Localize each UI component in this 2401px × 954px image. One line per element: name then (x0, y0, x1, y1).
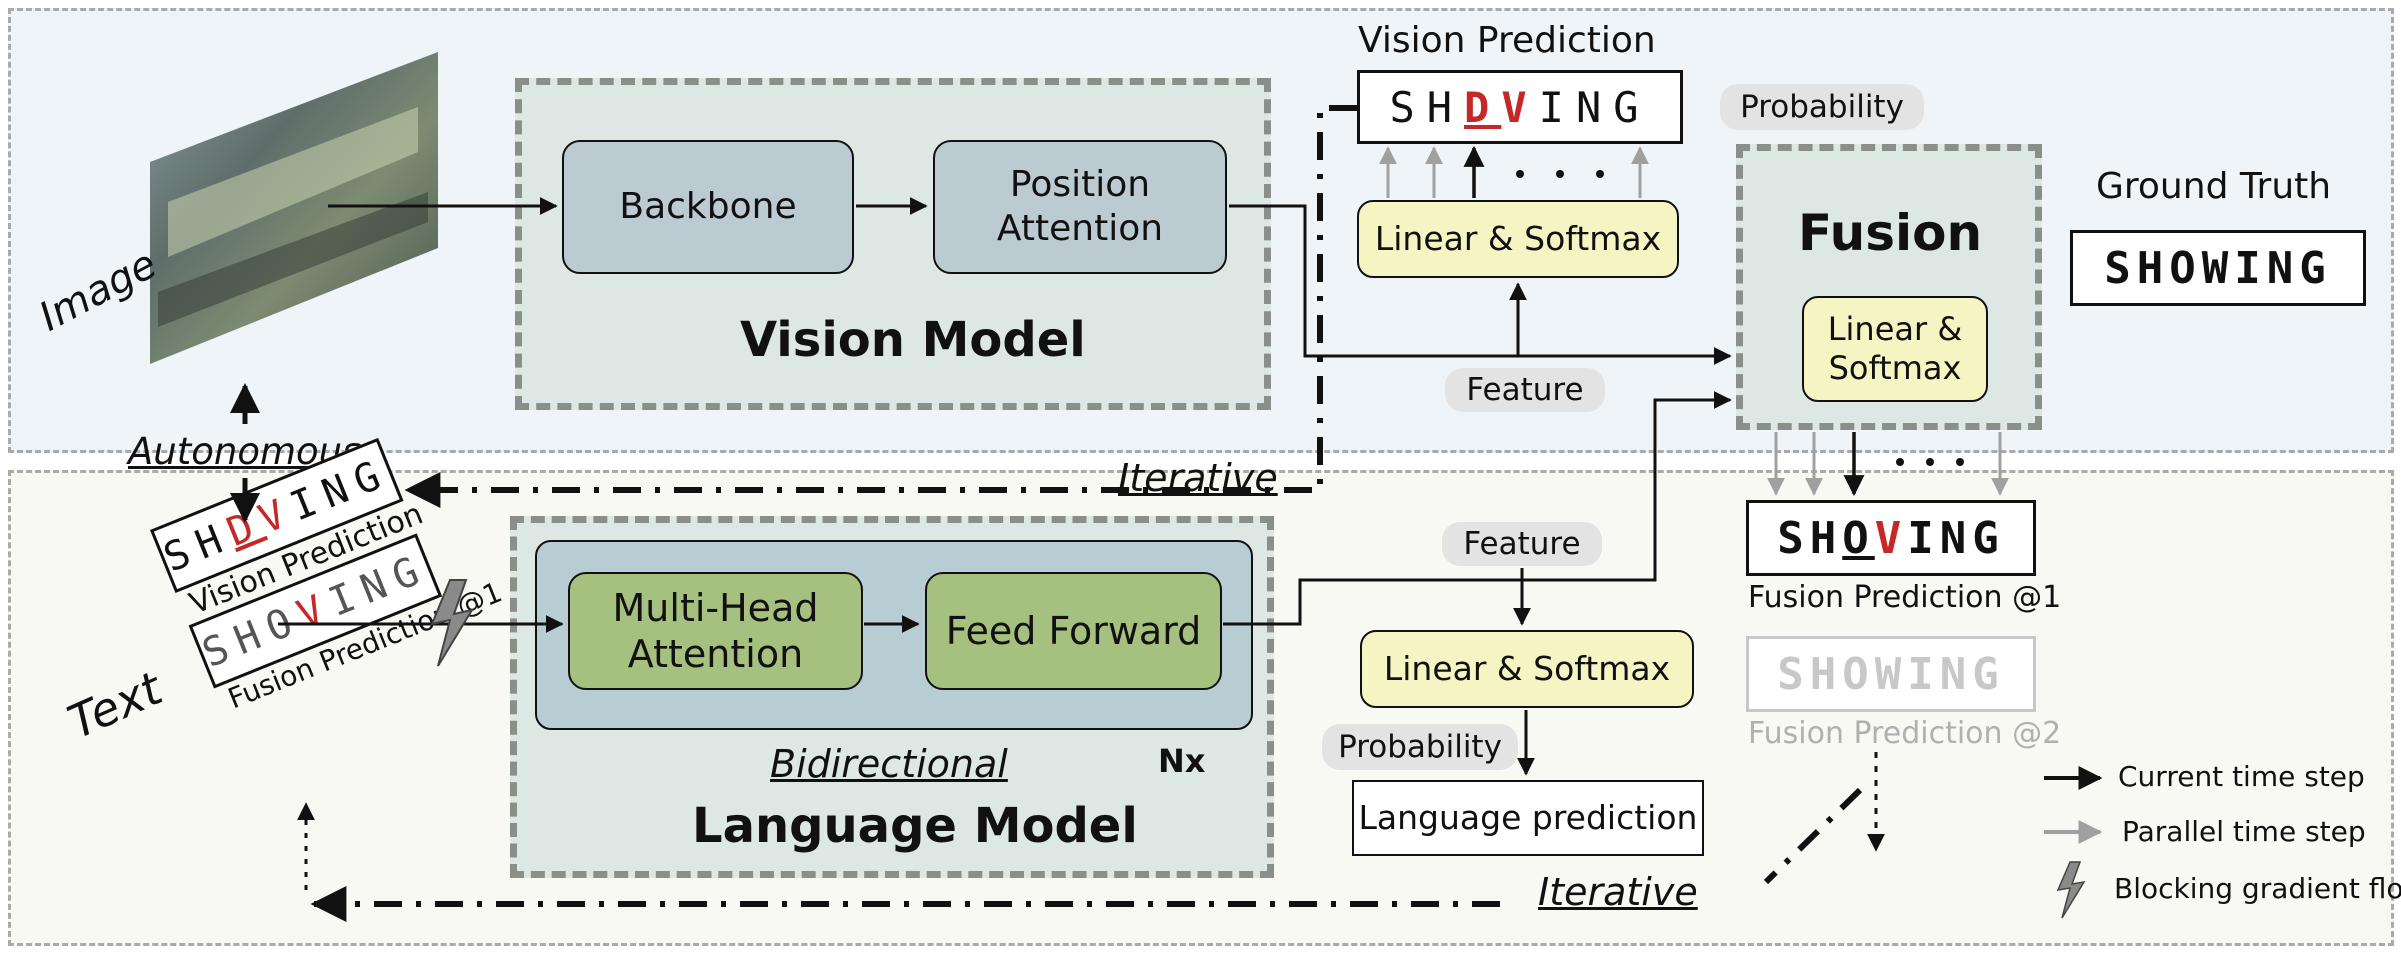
probability-bottom-tag: Probability (1322, 724, 1518, 770)
bidirectional-label: Bidirectional (770, 742, 1008, 786)
lightning-icon (430, 579, 475, 667)
fusion-prediction-1-caption: Fusion Prediction @1 (1748, 580, 2062, 615)
feature-top-tag: Feature (1445, 368, 1605, 412)
legend-parallel-label: Parallel time step (2122, 815, 2366, 848)
feature-bottom-tag: Feature (1442, 522, 1602, 566)
vision-model-title: Vision Model (740, 312, 1086, 368)
fusion-prediction-2-box: SHOWING (1746, 636, 2036, 712)
nx-label: Nx (1158, 742, 1206, 780)
iterative-bottom-label: Iterative (1538, 870, 1698, 914)
multi-head-attention-box: Multi-Head Attention (568, 572, 863, 690)
linear-softmax-bottom-box: Linear & Softmax (1360, 630, 1694, 708)
image-thumbnail (148, 52, 438, 364)
ground-truth-title: Ground Truth (2096, 166, 2332, 207)
fusion-inner-box: Linear & Softmax (1802, 296, 1988, 402)
feed-forward-box: Feed Forward (925, 572, 1222, 690)
language-prediction-box: Language prediction (1352, 780, 1704, 856)
fusion-title: Fusion (1797, 204, 1983, 262)
backbone-box: Backbone (562, 140, 854, 274)
language-model-title: Language Model (692, 798, 1138, 854)
ground-truth-box: SHOWING (2070, 230, 2366, 306)
position-attention-box: Position Attention (933, 140, 1227, 274)
legend-current-label: Current time step (2118, 760, 2365, 793)
linear-softmax-top-box: Linear & Softmax (1357, 200, 1679, 278)
fusion-prediction-2-caption: Fusion Prediction @2 (1748, 716, 2062, 751)
legend-lightning-icon (2056, 861, 2086, 919)
vision-prediction-title: Vision Prediction (1358, 20, 1656, 61)
legend-blocking-label: Blocking gradient flow (2114, 872, 2401, 905)
probability-top-tag: Probability (1720, 84, 1924, 130)
